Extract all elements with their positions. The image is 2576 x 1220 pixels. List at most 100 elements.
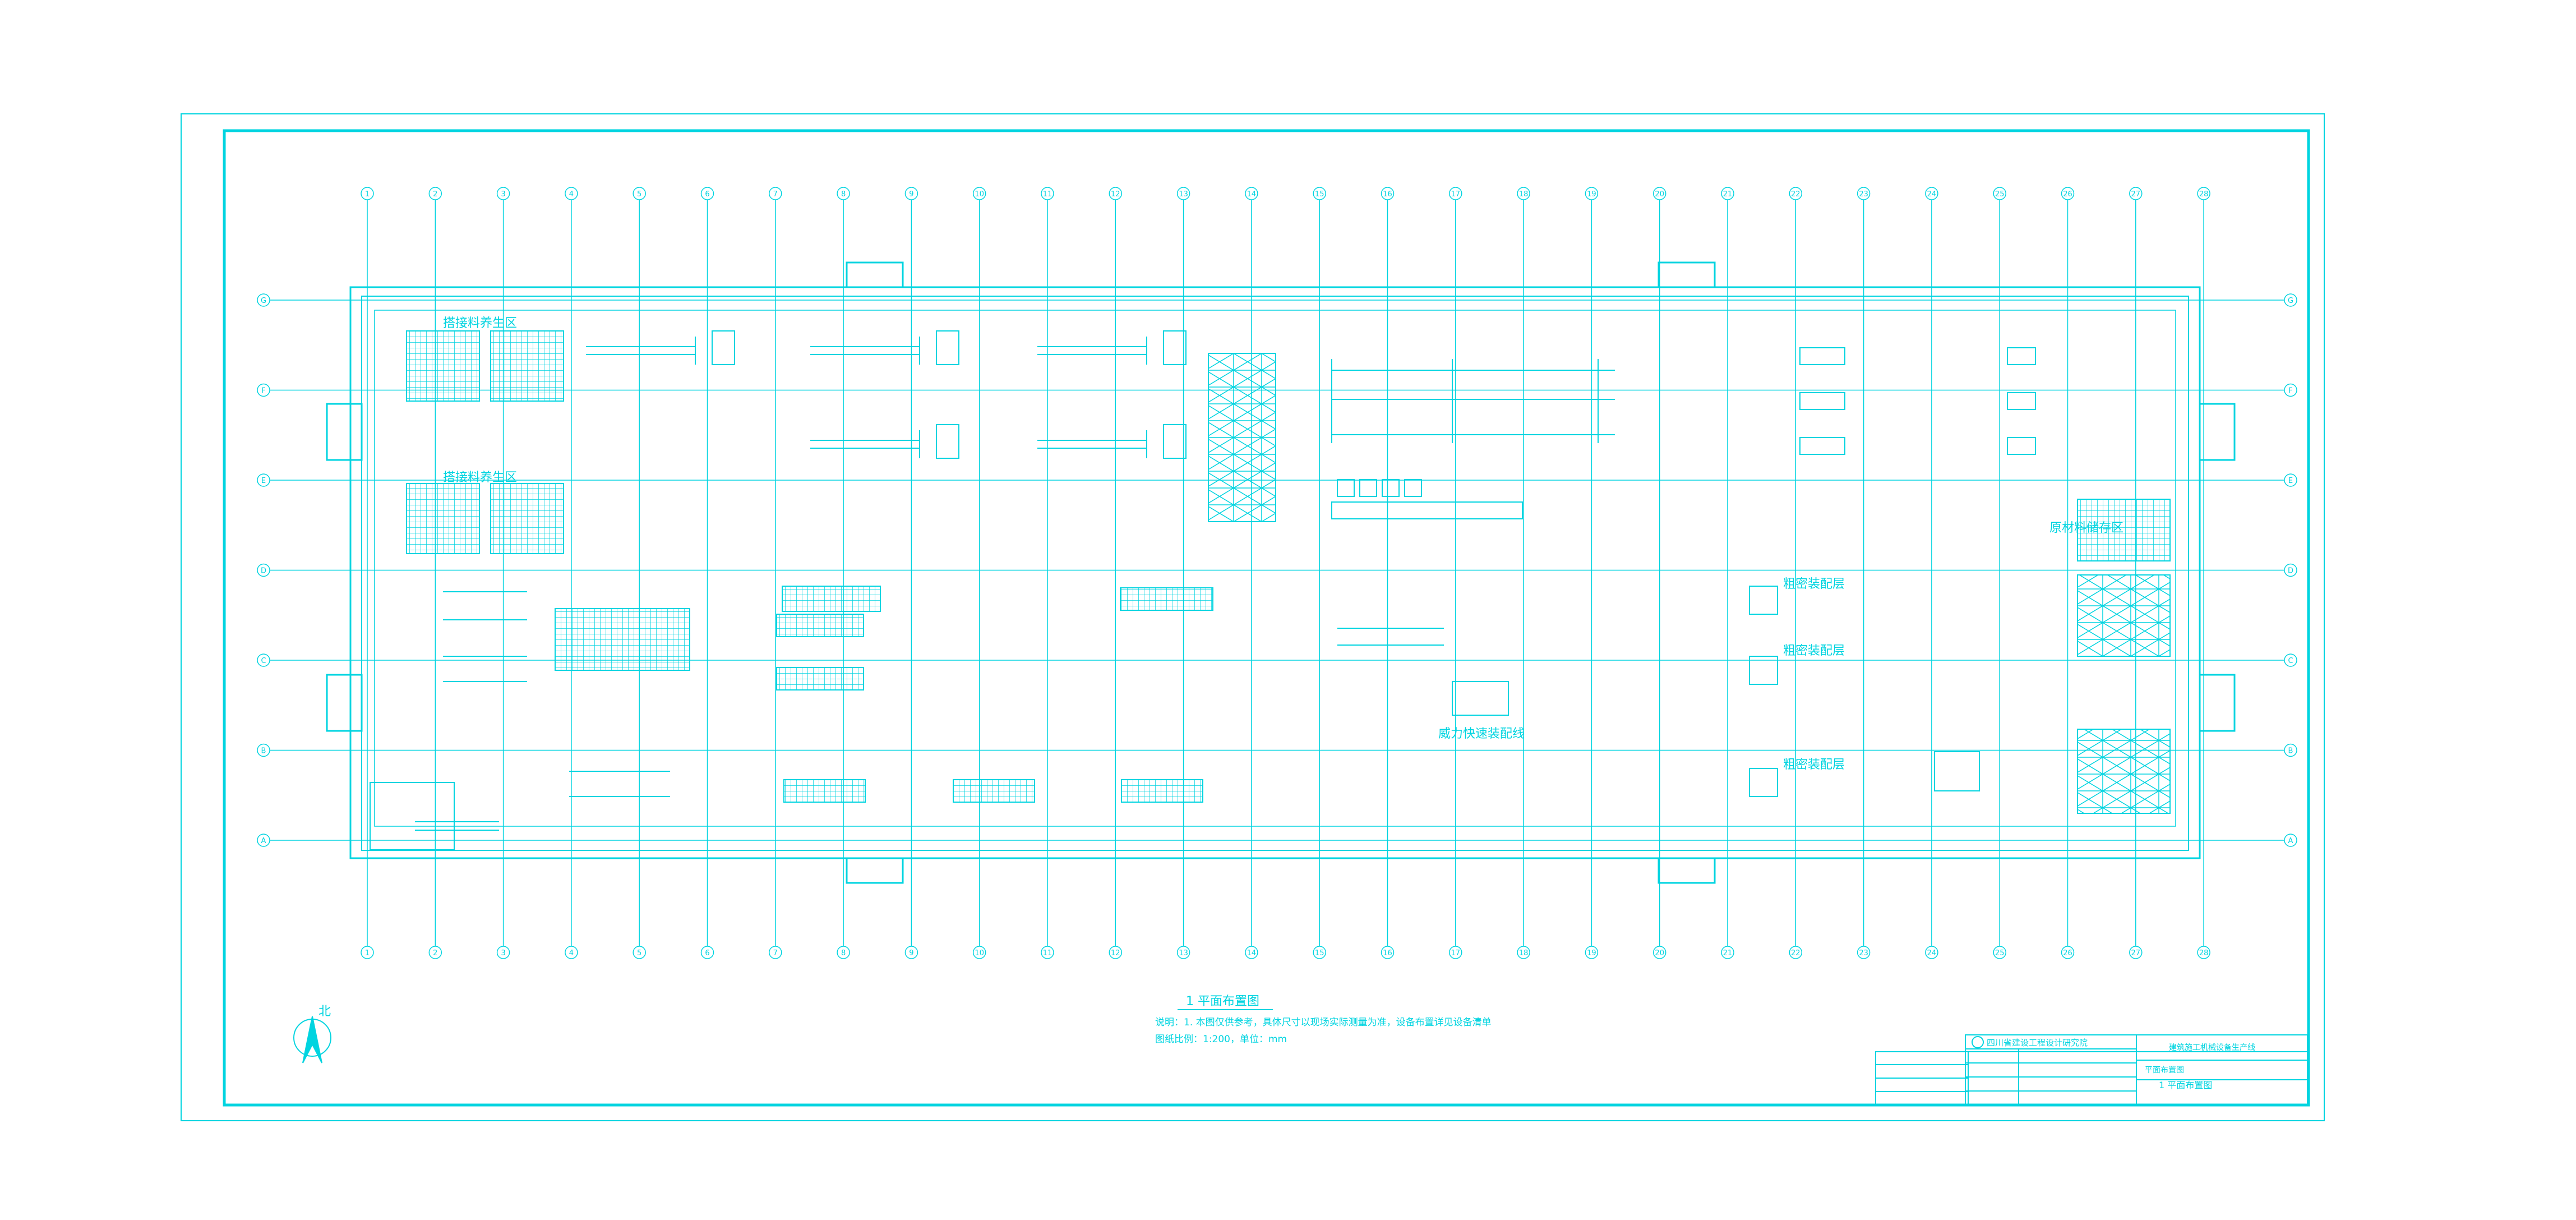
grid-bubble-col [2129,946,2143,959]
grid-bubble-col [1176,946,1190,959]
grid-label-col: 1 [365,949,370,957]
grid-bubble-row [257,293,270,307]
grid-label-col: 13 [1179,190,1188,199]
grid-bubble-row [257,653,270,667]
grid-bubble-col [1789,187,1803,200]
building-outline [326,261,2236,884]
grid-label-col: 12 [1111,949,1120,957]
grid-label-col: 27 [2131,949,2141,957]
grid-bubble-col [904,946,918,959]
grid-label-col: 9 [909,190,913,199]
grid-bubble-col [1585,187,1599,200]
grid-label-col: 25 [1995,190,2005,199]
grid-label-col: 27 [2131,190,2141,199]
grid-label-col: 12 [1111,190,1120,199]
grid-label-row: B [261,747,266,756]
grid-label-col: 18 [1519,949,1529,957]
zone-label-mid-left: 搭接料养生区 [443,471,517,485]
grid-label-col: 10 [975,190,984,199]
grid-label-col: 7 [773,949,778,957]
grid-label-col: 4 [569,190,574,199]
grid-label-col: 24 [1927,190,1937,199]
inner-border [223,129,2310,1107]
notes-title: 1 平面布置图 [1186,995,1259,1009]
grid-bubble-col [633,187,646,200]
grid-label-row: G [2288,297,2293,305]
grid-label-col: 2 [433,949,437,957]
grid-bubble-col [769,187,782,200]
grid-bubble-col [565,187,578,200]
grid-bubble-col [972,946,986,959]
grid-label-col: 5 [637,949,641,957]
drawing-notes: 1 平面布置图 说明：1. 本图仅供参考，具体尺寸以现场实际测量为准，设备布置详… [1155,995,1492,1045]
grid-bubble-col [2061,946,2075,959]
grid-bubble-col [1517,946,1530,959]
grid-label-row: E [261,477,266,485]
grid-bubble-col [428,187,442,200]
grid-label-col: 8 [841,949,846,957]
title-drawing-no: 1 平面布置图 [2159,1080,2212,1090]
title-company: 四川省建设工程设计研究院 [1987,1038,2088,1048]
grid-label-col: 16 [1383,949,1392,957]
grid-bubble-col [1652,946,1666,959]
grid-bubble-col [1925,187,1938,200]
zone-label-upper-left: 搭接料养生区 [443,316,517,330]
grid-bubble-row [257,473,270,487]
grid-bubble-row [2284,563,2297,577]
grid-label-col: 9 [909,949,913,957]
grid-bubble-col [2129,187,2143,200]
title-project: 建筑施工机械设备生产线 [2169,1043,2255,1052]
grid-label-col: 13 [1179,949,1188,957]
zone-labels: 搭接料养生区 搭接料养生区 原材料储存区 粗密装配层 粗密装配层 粗密装配层 威… [443,316,2123,772]
grid-bubble-col [1381,187,1395,200]
zone-label-center: 威力快速装配线 [1438,727,1525,741]
grid-bubble-col [1652,187,1666,200]
grid-label-col: 3 [501,949,505,957]
grid-label-col: 20 [1655,190,1664,199]
title-drawing: 平面布置图 [2145,1066,2184,1075]
grid-label-col: 3 [501,190,505,199]
grid-label-col: 23 [1859,949,1868,957]
grid-bubble-col [361,187,374,200]
grid-label-col: 10 [975,949,984,957]
grid-bubble-col [2061,187,2075,200]
grid-bubble-col [904,187,918,200]
grid-label-col: 15 [1315,949,1324,957]
grid-label-col: 17 [1451,949,1461,957]
grid-label-col: 21 [1723,949,1733,957]
grid-bubble-col [769,946,782,959]
grid-label-col: 24 [1927,949,1937,957]
grid-bubble-col [496,946,510,959]
grid-bubble-col [1857,946,1871,959]
grid-label-col: 14 [1247,190,1257,199]
grid-bubble-col [1721,187,1734,200]
equipment-lines [370,330,2036,850]
grid-bubble-col [565,946,578,959]
grid-label-row: F [261,387,265,395]
grid-label-col: 14 [1247,949,1257,957]
grid-bubble-col [1313,187,1326,200]
grid-label-col: 22 [1791,949,1801,957]
grid-bubble-row [2284,383,2297,397]
grid-label-col: 26 [2063,949,2072,957]
grid-bubble-col [1245,946,1258,959]
grid-bubble-col [700,946,714,959]
grid-bubble-col [1245,187,1258,200]
grid-bubble-row [2284,473,2297,487]
grid-bubble-col [837,946,850,959]
grid-label-row: A [2288,837,2293,845]
grid-bubble-row [257,743,270,757]
grid-bubble-row [2284,834,2297,847]
grid-label-col: 2 [433,190,437,199]
grid-bubble-col [1109,187,1123,200]
north-label: 北 [318,1005,331,1019]
grid-bubble-col [1176,187,1190,200]
notes-line1: 说明：1. 本图仅供参考，具体尺寸以现场实际测量为准，设备布置详见设备清单 [1155,1017,1492,1028]
grid-bubble-col [972,187,986,200]
grid-bubble-col [428,946,442,959]
grid-bubble-col [1449,187,1462,200]
grid-bubble-row [2284,293,2297,307]
grid-bubble-col [2197,946,2210,959]
zone-label-right-b: 粗密装配层 [1783,644,1845,658]
